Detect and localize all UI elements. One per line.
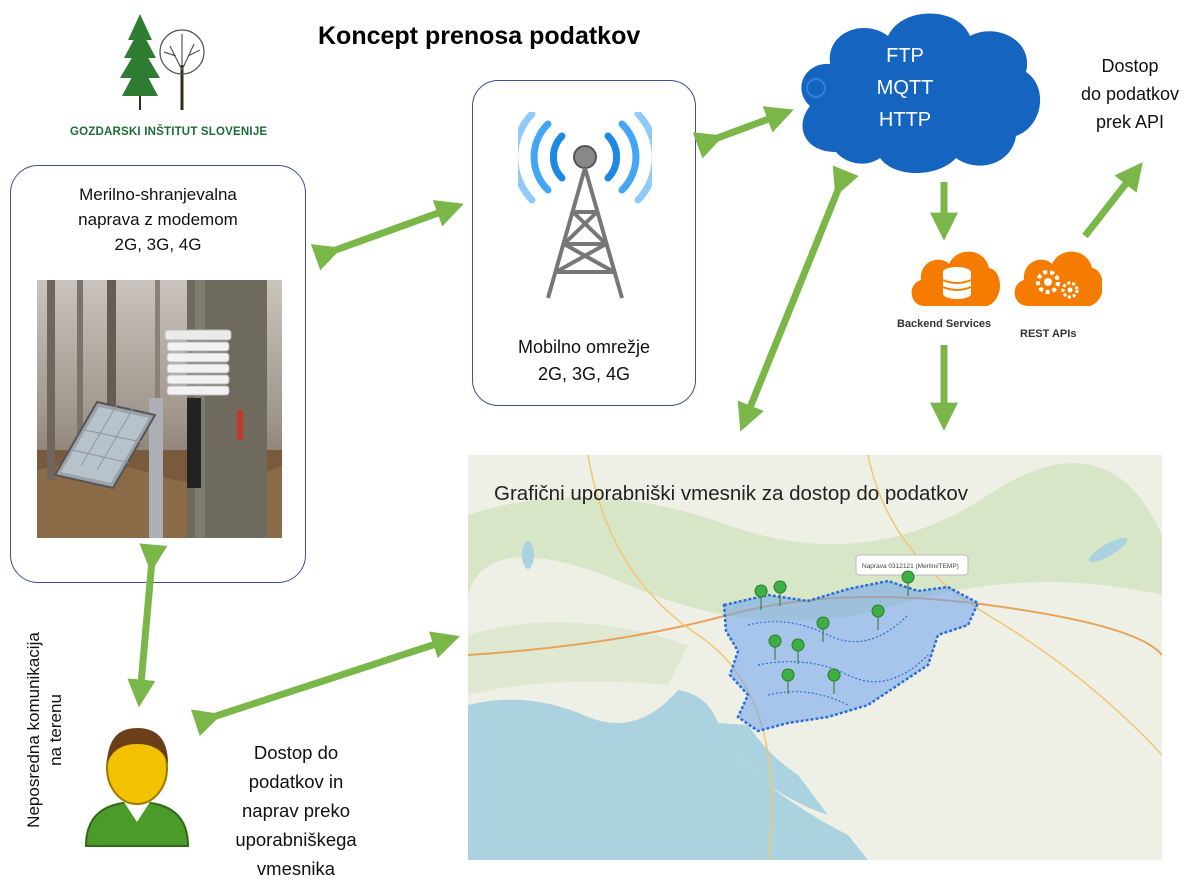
map-title: Grafični uporabniški vmesnik za dostop d… bbox=[494, 482, 969, 505]
antenna-tower-icon bbox=[518, 112, 652, 299]
arrow-user-map bbox=[191, 631, 460, 737]
field-communication-label: Neposredna komunikacija na terenu bbox=[23, 600, 67, 860]
field-label-line: na terenu bbox=[46, 694, 65, 766]
user-access-line: uporabniškega bbox=[235, 829, 357, 850]
map-canvas[interactable]: Naprava 0312121 (Merilni/TEMP) bbox=[468, 455, 1162, 860]
user-access-label: Dostop do podatkov in naprav preko upora… bbox=[208, 738, 384, 883]
api-access-label: Dostop do podatkov prek API bbox=[1060, 52, 1198, 136]
protocol-mqtt: MQTT bbox=[876, 77, 934, 99]
device-label-line: naprava z modemom bbox=[78, 210, 238, 229]
arrow-rest-api bbox=[1082, 162, 1143, 239]
map-panel[interactable]: Naprava 0312121 (Merilni/TEMP) bbox=[468, 455, 1162, 860]
api-access-line: prek API bbox=[1095, 112, 1165, 132]
network-label-line: Mobilno omrežje bbox=[517, 337, 651, 357]
device-label: Merilno-shranjevalna naprava z modemom 2… bbox=[10, 182, 306, 257]
logo-trees-icon bbox=[120, 14, 205, 110]
map-marker bbox=[773, 580, 787, 607]
network-label: Mobilno omrežje 2G, 3G, 4G bbox=[472, 334, 696, 388]
map-popup-text: Naprava 0312121 (Merilni/TEMP) bbox=[862, 563, 959, 570]
field-label-line: Neposredna komunikacija bbox=[24, 632, 43, 828]
map-marker bbox=[827, 668, 841, 695]
protocol-http: HTTP bbox=[878, 109, 932, 131]
device-label-line: 2G, 3G, 4G bbox=[114, 235, 202, 254]
logo-text: GOZDARSKI INŠTITUT SLOVENIJE bbox=[70, 126, 268, 138]
rest-api-gears-icon bbox=[1014, 251, 1102, 306]
user-access-line: vmesnika bbox=[256, 858, 336, 879]
user-access-line: podatkov in bbox=[248, 771, 344, 792]
user-avatar-icon bbox=[84, 728, 190, 847]
map-marker bbox=[901, 570, 915, 597]
page-title: Koncept prenosa podatkov bbox=[318, 22, 641, 50]
cloud-protocols: FTP MQTT HTTP bbox=[845, 40, 965, 136]
protocol-ftp: FTP bbox=[886, 45, 924, 67]
user-access-line: Dostop do bbox=[253, 742, 339, 763]
map-marker bbox=[871, 604, 885, 631]
arrow-network-cloud bbox=[692, 106, 794, 159]
backend-services-label: Backend Services bbox=[897, 318, 992, 330]
cloud-icon bbox=[801, 13, 1041, 173]
api-access-line: do podatkov bbox=[1080, 84, 1180, 104]
arrow-cloud-map bbox=[737, 165, 859, 432]
backend-database-icon bbox=[911, 251, 1000, 306]
device-label-line: Merilno-shranjevalna bbox=[79, 185, 237, 204]
map-marker bbox=[791, 638, 805, 665]
map-marker bbox=[781, 668, 795, 695]
map-marker bbox=[754, 584, 768, 611]
api-access-line: Dostop bbox=[1101, 56, 1159, 76]
user-access-line: naprav preko bbox=[242, 800, 350, 821]
network-label-line: 2G, 3G, 4G bbox=[537, 364, 631, 384]
map-marker bbox=[768, 634, 782, 661]
arrow-device-network bbox=[310, 200, 464, 271]
map-marker bbox=[816, 616, 830, 643]
rest-apis-label: REST APIs bbox=[1020, 328, 1077, 340]
device-photo bbox=[37, 280, 282, 538]
